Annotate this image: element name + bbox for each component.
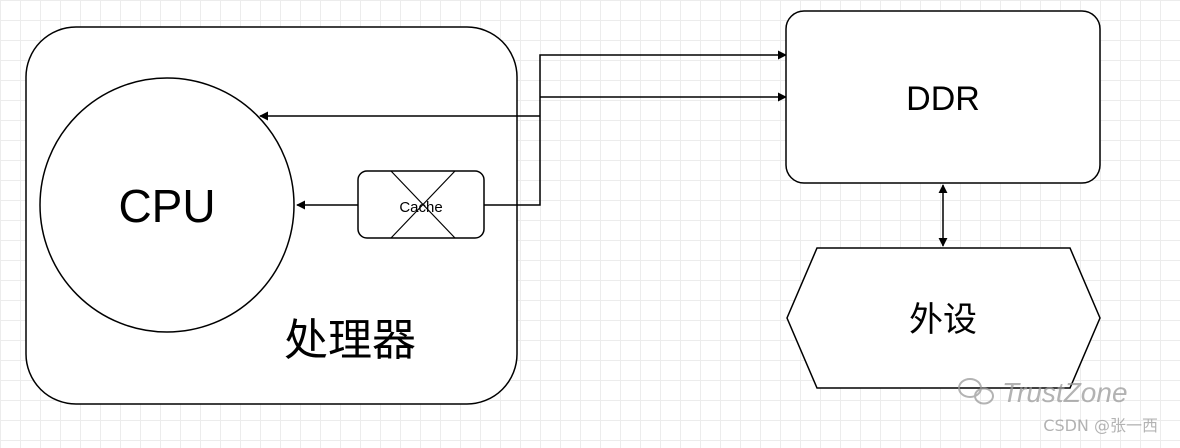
cache-label: Cache [399,199,442,216]
cache-cross-line-b [390,170,456,239]
wechat-icon [958,378,994,405]
watermark-credit: CSDN @张一西 [1043,416,1158,435]
watermark: TrustZone CSDN @张一西 [958,377,1158,435]
ddr-label: DDR [906,80,980,118]
ddr-box [785,10,1101,184]
processor-label: 处理器 [284,315,416,366]
peripheral-label: 外设 [909,300,977,340]
watermark-brand: TrustZone [1002,377,1128,408]
peripheral-hexagon [786,247,1101,389]
cache-to-ddr-connector [484,50,787,206]
cpu-label: CPU [118,180,215,232]
cpu-circle [39,77,295,333]
